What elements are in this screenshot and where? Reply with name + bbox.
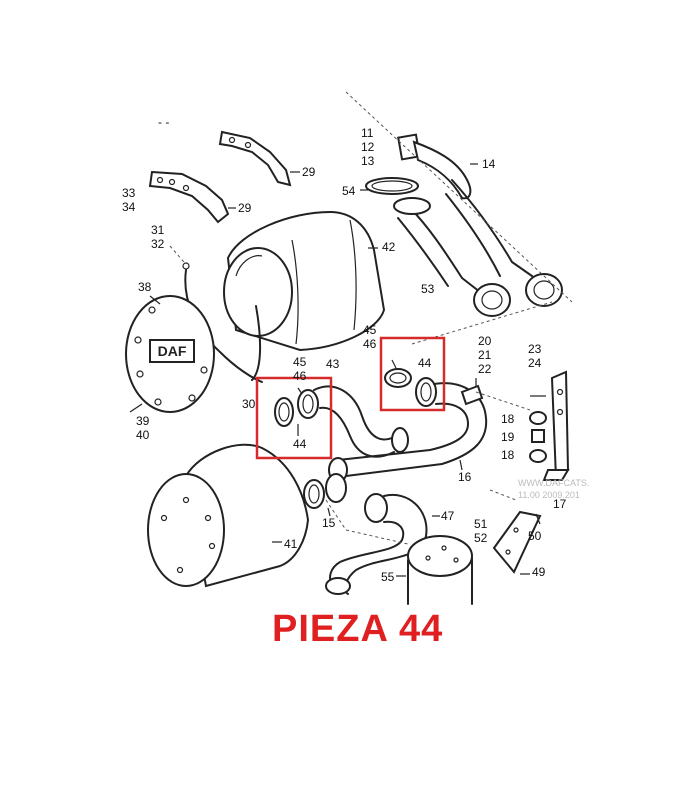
silencer-shield-42 <box>223 210 386 381</box>
label-33: 33 <box>122 186 136 200</box>
label-40: 40 <box>136 428 150 442</box>
label-30: 30 <box>242 397 256 411</box>
clamp-54 <box>360 177 419 195</box>
label-45-right: 45 <box>363 323 377 337</box>
label-21: 21 <box>478 348 492 362</box>
label-54: 54 <box>342 184 356 198</box>
label-31: 31 <box>151 223 165 237</box>
label-13: 13 <box>361 154 375 168</box>
label-19: 19 <box>501 430 515 444</box>
label-51: 51 <box>474 517 488 531</box>
label-29-upper: 29 <box>302 165 316 179</box>
label-29-lower: 29 <box>238 201 252 215</box>
label-16: 16 <box>458 470 472 484</box>
caption-title: PIEZA 44 <box>272 608 444 650</box>
cropped-mark: - - <box>158 115 169 129</box>
end-cover-38: DAF <box>125 295 215 413</box>
bracket-20-22 <box>460 378 484 406</box>
label-50: 50 <box>528 529 542 543</box>
strap-bolt-31-32 <box>169 245 263 383</box>
label-24: 24 <box>528 356 542 370</box>
pipe-47 <box>325 493 440 595</box>
label-20: 20 <box>478 334 492 348</box>
label-49: 49 <box>532 565 546 579</box>
label-43: 43 <box>326 357 340 371</box>
watermark-line-2: 11.00 2009.201 <box>518 490 580 500</box>
bracket-29-upper <box>218 130 300 187</box>
label-45-left: 45 <box>293 355 307 369</box>
label-22: 22 <box>478 362 492 376</box>
label-17: 17 <box>553 497 567 511</box>
highlight-box-right <box>379 336 446 412</box>
watermark-line-1: WWW.DAFCATS. <box>518 478 589 488</box>
label-46-right: 46 <box>363 337 377 351</box>
bracket-33-34 <box>148 170 236 224</box>
label-15: 15 <box>322 516 336 530</box>
label-46-left: 46 <box>293 369 307 383</box>
label-12: 12 <box>361 140 375 154</box>
pipe-43 <box>313 385 409 458</box>
deflector-55 <box>396 535 473 605</box>
label-39: 39 <box>136 414 150 428</box>
label-53: 53 <box>421 282 435 296</box>
pipe-14 <box>397 133 563 307</box>
label-52: 52 <box>474 531 488 545</box>
highlight-box-left <box>255 376 333 460</box>
label-34: 34 <box>122 200 136 214</box>
clamp-ring-44-left <box>274 387 319 436</box>
clamp-ring-44-right <box>384 359 437 407</box>
label-18-upper: 18 <box>501 412 515 426</box>
label-23: 23 <box>528 342 542 356</box>
bracket-23-24 <box>529 370 570 481</box>
hose-53 <box>393 197 511 317</box>
label-18-lower: 18 <box>501 448 515 462</box>
label-44-right: 44 <box>418 356 432 370</box>
plate-49 <box>492 510 542 575</box>
label-14: 14 <box>482 157 496 171</box>
clamp-15 <box>303 473 347 517</box>
label-11: 11 <box>361 126 374 140</box>
label-42: 42 <box>382 240 396 254</box>
label-41: 41 <box>284 537 298 551</box>
daf-logo: DAF <box>158 343 187 359</box>
label-55: 55 <box>381 570 395 584</box>
label-44-left: 44 <box>293 437 307 451</box>
label-47: 47 <box>441 509 455 523</box>
label-38: 38 <box>138 280 152 294</box>
silencer-body-41 <box>147 443 310 588</box>
label-32: 32 <box>151 237 165 251</box>
